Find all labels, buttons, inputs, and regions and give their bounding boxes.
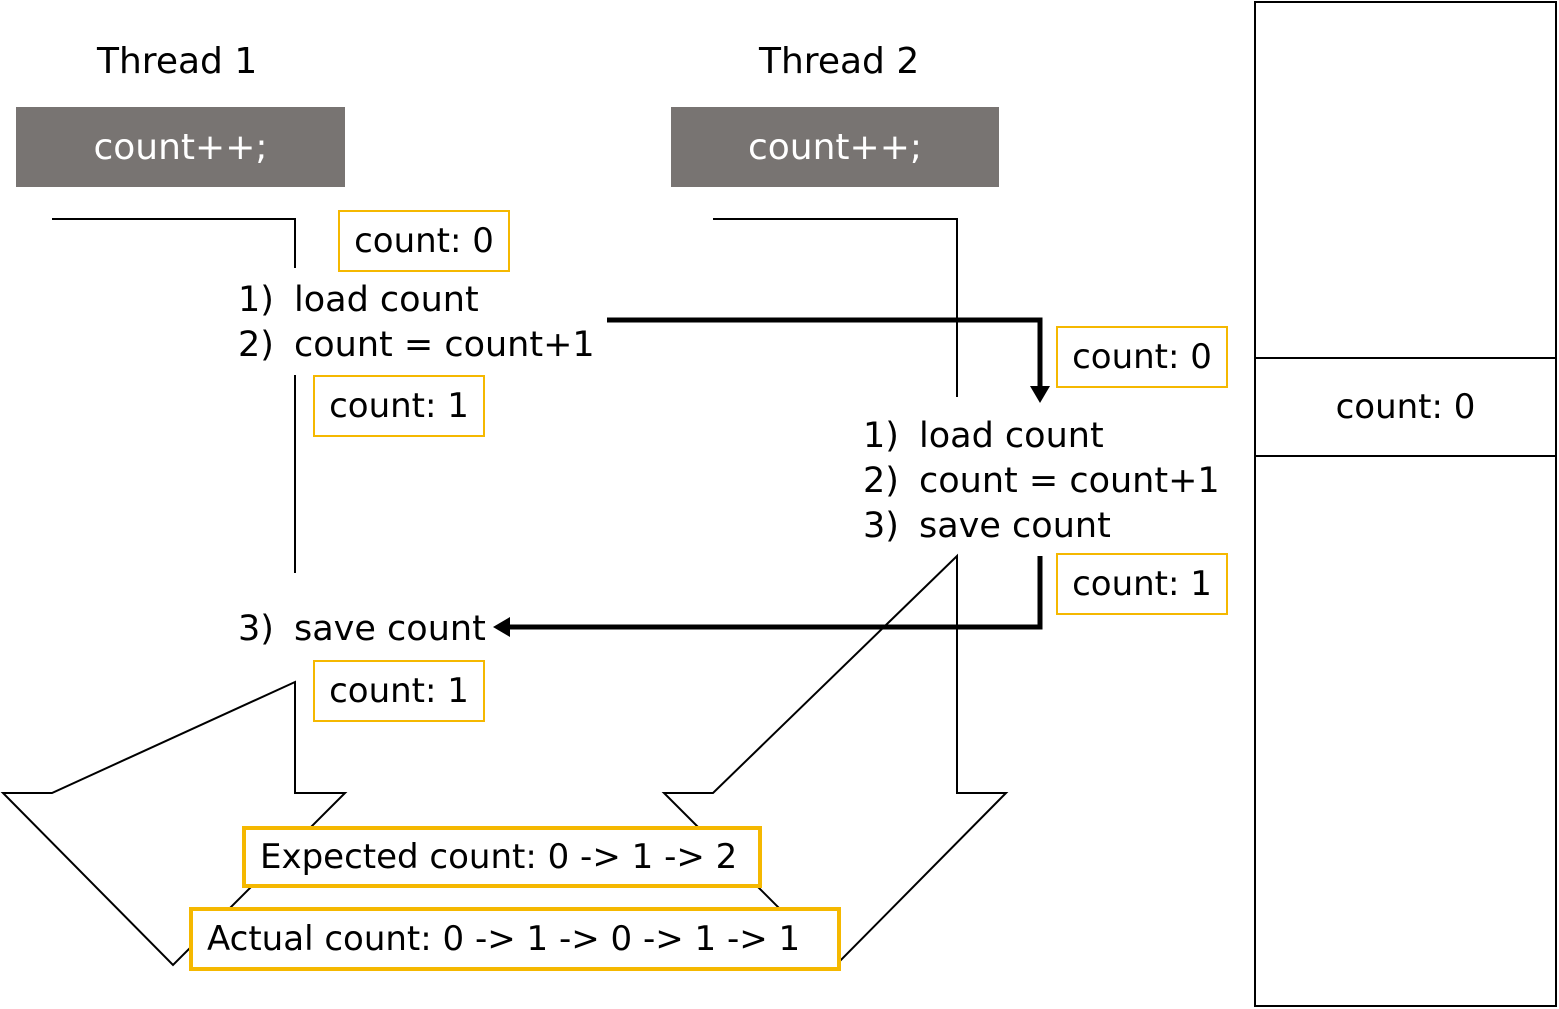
thread1-step-3: 3) save count bbox=[238, 609, 486, 649]
context-switch-arrow-to-thread2 bbox=[607, 317, 1043, 388]
step-text: count = count+1 bbox=[919, 461, 1220, 501]
step-number: 3) bbox=[863, 506, 899, 546]
thread1-code-box: count++; bbox=[16, 107, 345, 187]
thread1-step-1: 1) load count bbox=[238, 280, 479, 320]
arrowhead-left bbox=[493, 617, 510, 637]
step-text: save count bbox=[294, 609, 486, 649]
step-number: 1) bbox=[238, 280, 274, 320]
context-switch-arrow-to-thread1 bbox=[508, 556, 1043, 630]
step-number: 1) bbox=[863, 416, 899, 456]
thread1-value-after-increment: count: 1 bbox=[313, 375, 485, 437]
step-number: 2) bbox=[238, 325, 274, 365]
step-text: count = count+1 bbox=[294, 325, 595, 365]
thread2-code-box: count++; bbox=[671, 107, 999, 187]
thread1-timeline-arrow bbox=[0, 218, 348, 967]
arrowhead-down bbox=[1030, 386, 1050, 403]
thread2-step-3: 3) save count bbox=[863, 506, 1111, 546]
step-text: load count bbox=[919, 416, 1104, 456]
thread2-step-1: 1) load count bbox=[863, 416, 1104, 456]
thread2-title: Thread 2 bbox=[759, 41, 920, 82]
thread1-value-before: count: 0 bbox=[338, 210, 510, 272]
thread2-value-before: count: 0 bbox=[1056, 326, 1228, 388]
shared-memory: count: 0 bbox=[1254, 1, 1557, 1007]
step-text: load count bbox=[294, 280, 479, 320]
step-number: 3) bbox=[238, 609, 274, 649]
thread2-value-after: count: 1 bbox=[1056, 553, 1228, 615]
expected-count-box: Expected count: 0 -> 1 -> 2 bbox=[242, 826, 762, 888]
thread1-value-after-save: count: 1 bbox=[313, 660, 485, 722]
step-number: 2) bbox=[863, 461, 899, 501]
step-text: save count bbox=[919, 506, 1111, 546]
memory-count-cell: count: 0 bbox=[1256, 357, 1555, 457]
thread1-title: Thread 1 bbox=[97, 41, 258, 82]
thread1-step-2: 2) count = count+1 bbox=[238, 325, 595, 365]
thread2-step-2: 2) count = count+1 bbox=[863, 461, 1220, 501]
actual-count-box: Actual count: 0 -> 1 -> 0 -> 1 -> 1 bbox=[189, 907, 841, 971]
